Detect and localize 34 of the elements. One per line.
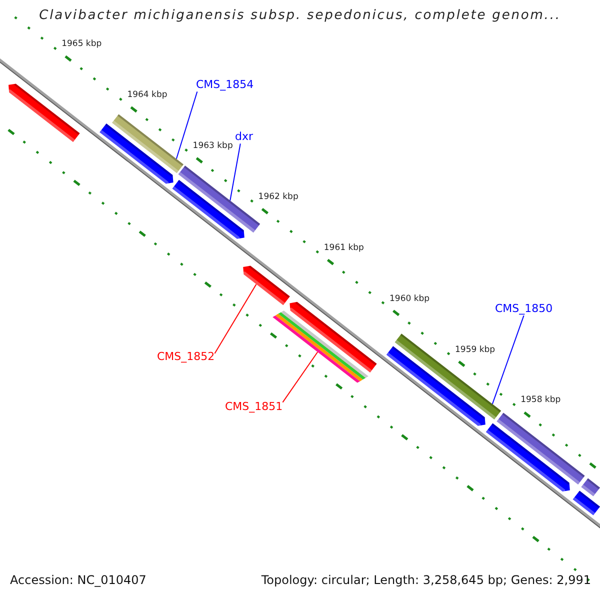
tick-label: 1964 kbp xyxy=(127,91,168,101)
gene-label: dxr xyxy=(235,131,254,144)
gene-bar xyxy=(6,84,80,142)
gene-bar xyxy=(394,334,502,420)
tick-label: 1961 kbp xyxy=(324,244,364,254)
gene-bar xyxy=(112,114,184,174)
gene-bar xyxy=(241,266,290,306)
footer-text: Topology: circular; Length: 3,258,645 bp; Genes: 2,991 xyxy=(261,574,591,588)
gene-bar xyxy=(486,423,570,494)
gene-bar xyxy=(496,412,585,484)
leader-line xyxy=(282,352,318,403)
gene-bar xyxy=(178,166,260,233)
leader-line xyxy=(230,143,241,202)
tick-label: 1965 kbp xyxy=(62,40,102,50)
diagram-title: Clavibacter michiganensis subsp. sepedonicus, complete genom... xyxy=(38,9,562,24)
gene-bar xyxy=(100,124,174,186)
gene-bar xyxy=(272,310,368,383)
gene-label: CMS_1851 xyxy=(225,401,283,414)
tick-label: 1963 kbp xyxy=(192,142,233,152)
gene-bar xyxy=(572,490,600,516)
tick-label: 1959 kbp xyxy=(455,346,496,356)
tick-label: 1962 kbp xyxy=(258,192,298,203)
gene-bar xyxy=(288,302,377,372)
footer-text: Accession: NC_010407 xyxy=(10,574,146,588)
gene-label: CMS_1852 xyxy=(157,351,215,364)
leader-line xyxy=(176,91,198,160)
gene-bar xyxy=(172,180,244,241)
gene-bar xyxy=(581,478,600,496)
leader-line xyxy=(214,284,257,354)
leader-line xyxy=(492,315,524,405)
tick-label: 1960 kbp xyxy=(390,294,430,304)
gene-label: CMS_1850 xyxy=(495,303,553,316)
tick-label: 1958 kbp xyxy=(520,396,561,406)
gene-label: CMS_1854 xyxy=(196,79,254,92)
